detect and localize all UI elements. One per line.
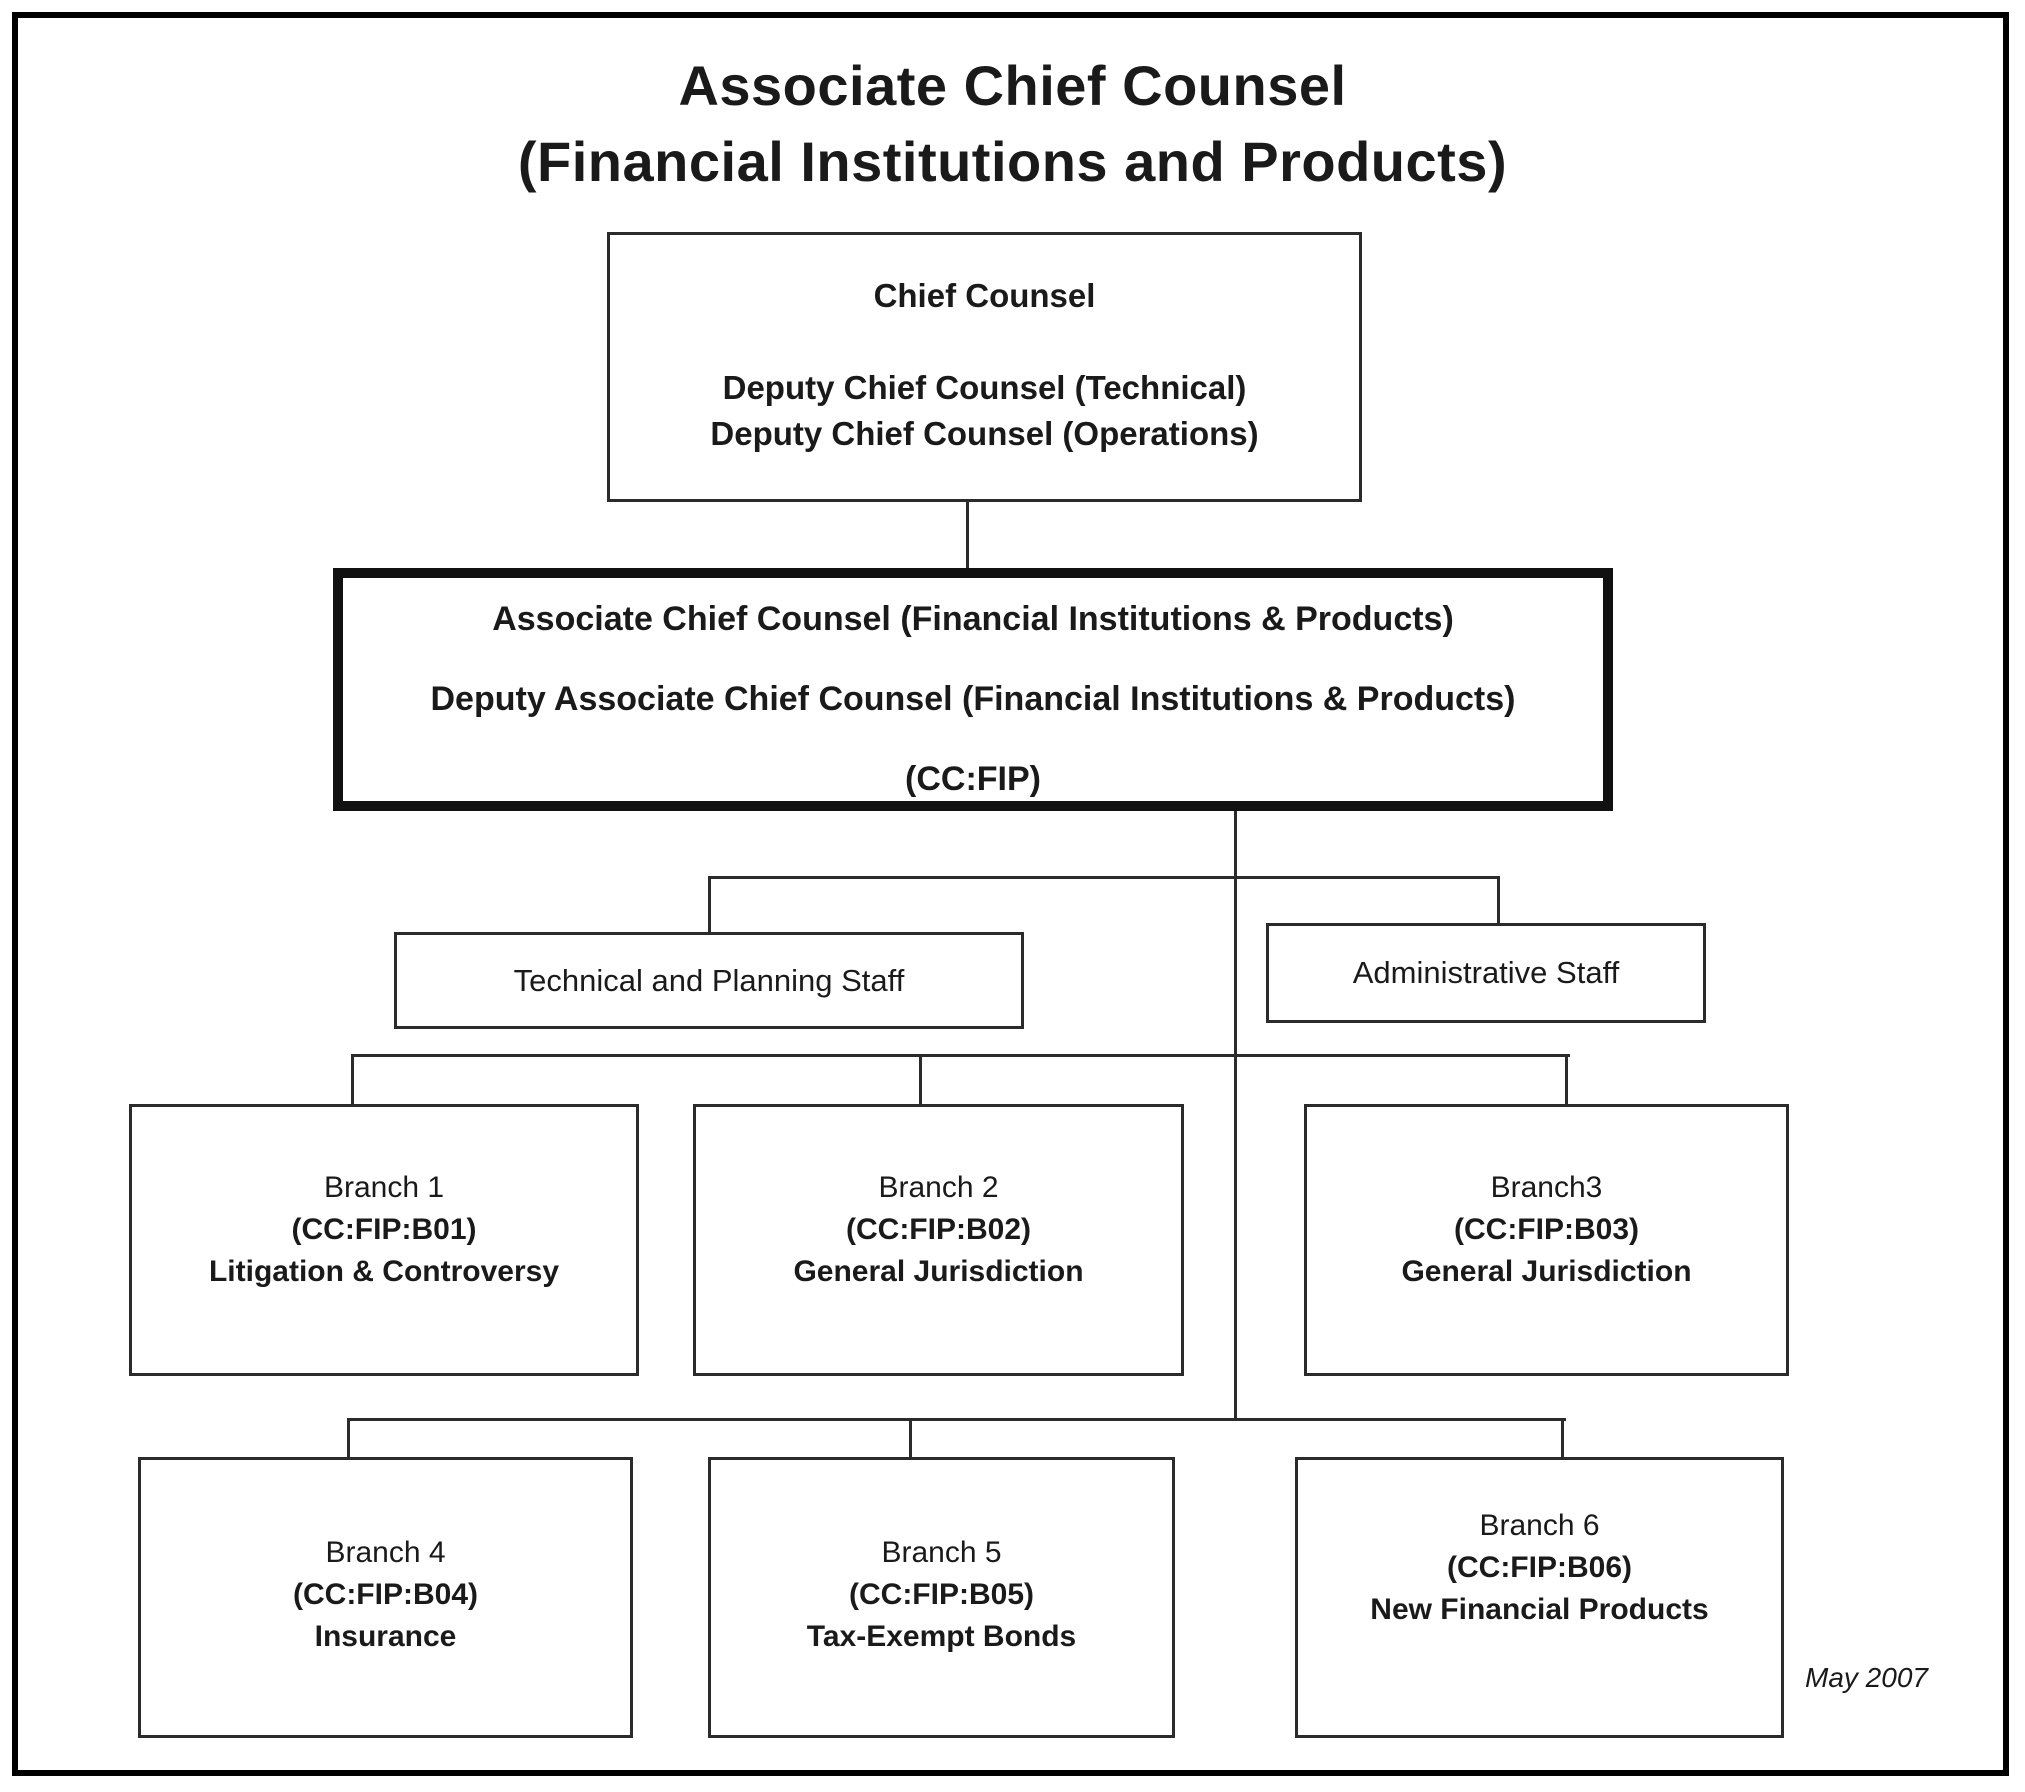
branch-1-function: Litigation & Controversy bbox=[208, 1255, 560, 1288]
branch-3-box: Branch3 (CC:FIP:B03) General Jurisdictio… bbox=[1304, 1104, 1789, 1376]
connector-branch-row2-rail bbox=[347, 1418, 1566, 1421]
branch-1-box: Branch 1 (CC:FIP:B01) Litigation & Contr… bbox=[129, 1104, 639, 1376]
branch-3-name: Branch3 bbox=[1490, 1171, 1603, 1204]
connector-drop-branch5 bbox=[909, 1418, 912, 1460]
branch-4-box: Branch 4 (CC:FIP:B04) Insurance bbox=[138, 1457, 633, 1738]
page-title-line1: Associate Chief Counsel bbox=[678, 54, 1347, 117]
branch-6-box: Branch 6 (CC:FIP:B06) New Financial Prod… bbox=[1295, 1457, 1784, 1738]
connector-drop-administrative-staff bbox=[1497, 876, 1500, 926]
administrative-staff-label: Administrative Staff bbox=[1352, 955, 1620, 990]
branch-2-function: General Jurisdiction bbox=[793, 1255, 1084, 1288]
branch-4-function: Insurance bbox=[314, 1620, 457, 1653]
connector-central-trunk bbox=[1234, 811, 1237, 1421]
deputy-associate-chief-counsel-title: Deputy Associate Chief Counsel (Financia… bbox=[430, 680, 1516, 718]
associate-chief-counsel-box: Associate Chief Counsel (Financial Insti… bbox=[333, 568, 1613, 811]
connector-drop-branch3 bbox=[1565, 1054, 1568, 1107]
branch-1-code: (CC:FIP:B01) bbox=[291, 1213, 477, 1246]
branch-6-function: New Financial Products bbox=[1370, 1593, 1709, 1626]
connector-drop-branch6 bbox=[1561, 1418, 1564, 1460]
deputy-chief-counsel-operations: Deputy Chief Counsel (Operations) bbox=[710, 415, 1259, 452]
branch-4-code: (CC:FIP:B04) bbox=[293, 1578, 478, 1611]
connector-branch-row1-rail bbox=[351, 1054, 1570, 1057]
branch-5-function: Tax-Exempt Bonds bbox=[806, 1620, 1077, 1653]
chief-counsel-title: Chief Counsel bbox=[873, 277, 1096, 314]
branch-6-code: (CC:FIP:B06) bbox=[1447, 1551, 1632, 1584]
connector-drop-technical-staff bbox=[708, 876, 711, 935]
branch-2-box: Branch 2 (CC:FIP:B02) General Jurisdicti… bbox=[693, 1104, 1184, 1376]
branch-2-code: (CC:FIP:B02) bbox=[846, 1213, 1031, 1246]
branch-3-code: (CC:FIP:B03) bbox=[1454, 1213, 1639, 1246]
administrative-staff-box: Administrative Staff bbox=[1266, 923, 1706, 1023]
page-title-line2: (Financial Institutions and Products) bbox=[517, 130, 1508, 193]
connector-drop-branch4 bbox=[347, 1418, 350, 1460]
connector-drop-branch2 bbox=[919, 1054, 922, 1107]
branch-5-code: (CC:FIP:B05) bbox=[849, 1578, 1034, 1611]
branch-4-name: Branch 4 bbox=[325, 1536, 446, 1569]
chief-counsel-box: Chief Counsel Deputy Chief Counsel (Tech… bbox=[607, 232, 1362, 502]
deputy-chief-counsel-technical: Deputy Chief Counsel (Technical) bbox=[722, 369, 1247, 406]
technical-planning-staff-box: Technical and Planning Staff bbox=[394, 932, 1024, 1029]
branch-1-name: Branch 1 bbox=[323, 1171, 445, 1204]
date-label: May 2007 bbox=[1805, 1662, 1928, 1693]
connector-chief-to-associate bbox=[966, 501, 969, 569]
technical-planning-staff-label: Technical and Planning Staff bbox=[513, 962, 905, 998]
branch-5-box: Branch 5 (CC:FIP:B05) Tax-Exempt Bonds bbox=[708, 1457, 1175, 1738]
connector-drop-branch1 bbox=[351, 1054, 354, 1107]
associate-office-code: (CC:FIP) bbox=[905, 760, 1041, 798]
associate-chief-counsel-title: Associate Chief Counsel (Financial Insti… bbox=[492, 600, 1454, 638]
branch-6-name: Branch 6 bbox=[1479, 1509, 1600, 1542]
branch-2-name: Branch 2 bbox=[878, 1171, 999, 1204]
connector-staff-rail bbox=[708, 876, 1500, 879]
branch-3-function: General Jurisdiction bbox=[1401, 1255, 1692, 1288]
branch-5-name: Branch 5 bbox=[881, 1536, 1002, 1569]
page-title: Associate Chief Counsel (Financial Insti… bbox=[0, 48, 2025, 200]
